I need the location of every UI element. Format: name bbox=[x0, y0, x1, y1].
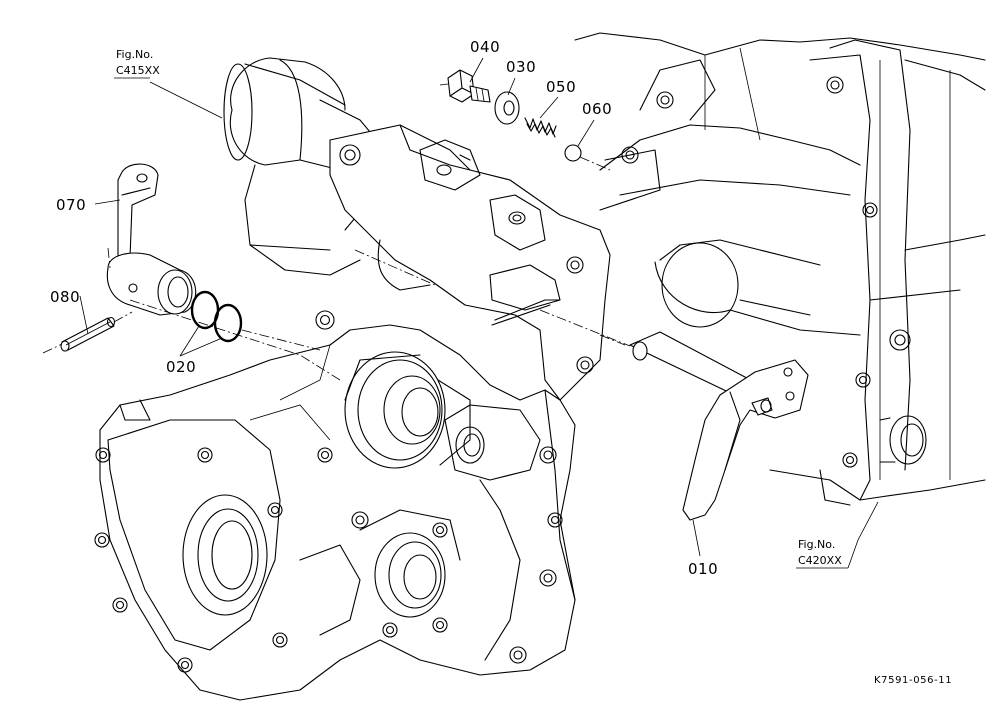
fig-ref-left-line1: Fig.No. bbox=[116, 48, 153, 61]
right-housing bbox=[574, 32, 986, 506]
label-050: 050 bbox=[546, 78, 576, 96]
label-040: 040 bbox=[470, 38, 500, 56]
part-050-spring bbox=[524, 117, 557, 138]
label-010: 010 bbox=[688, 560, 718, 578]
main-housing bbox=[94, 124, 611, 701]
fig-ref-left-line2: C415XX bbox=[116, 64, 160, 77]
part-080-pin bbox=[60, 316, 116, 352]
fig-ref-right-line2: C420XX bbox=[798, 554, 842, 567]
label-020: 020 bbox=[166, 358, 196, 376]
label-030: 030 bbox=[506, 58, 536, 76]
drawing-number: K7591-056-11 bbox=[874, 675, 952, 686]
label-060: 060 bbox=[582, 100, 612, 118]
figure-reference-right: Fig.No. C420XX bbox=[796, 538, 859, 569]
part-010-shift-fork bbox=[629, 331, 809, 521]
fig-ref-right-line1: Fig.No. bbox=[798, 538, 835, 551]
leader-lines bbox=[79, 57, 879, 557]
label-070: 070 bbox=[56, 196, 86, 214]
part-040-plug bbox=[447, 69, 491, 103]
assembly-centerlines bbox=[42, 83, 631, 381]
part-020-o-rings bbox=[190, 290, 243, 343]
label-080: 080 bbox=[50, 288, 80, 306]
part-030-washer bbox=[494, 91, 520, 125]
part-070-lever bbox=[106, 163, 197, 316]
figure-reference-left: Fig.No. C415XX bbox=[114, 48, 160, 79]
part-060-ball bbox=[564, 144, 582, 162]
part-number-labels: 040 030 050 060 070 080 020 010 bbox=[50, 38, 718, 578]
